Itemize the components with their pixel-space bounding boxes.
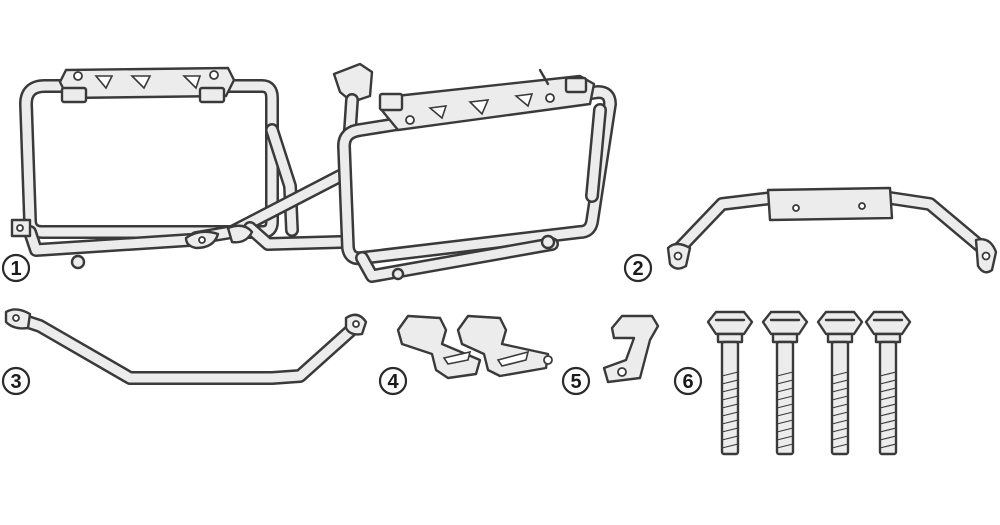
part-4-brackets bbox=[396, 314, 553, 380]
bolt-2 bbox=[761, 310, 809, 456]
left-frame-loop bbox=[19, 79, 279, 239]
rack-plate bbox=[766, 186, 894, 222]
badge-4-label: 4 bbox=[387, 371, 399, 393]
bolt-4 bbox=[864, 310, 912, 456]
badge-3: 3 bbox=[1, 366, 31, 396]
badge-4: 4 bbox=[378, 366, 408, 396]
badge-6: 6 bbox=[673, 366, 703, 396]
part-6-bolts bbox=[706, 310, 912, 456]
badge-1: 1 bbox=[1, 253, 31, 283]
badge-2: 2 bbox=[623, 253, 653, 283]
bolt-1 bbox=[706, 310, 754, 456]
part-1-side-frames bbox=[10, 62, 617, 283]
part-5-small-bracket bbox=[602, 314, 660, 384]
badge-5: 5 bbox=[561, 366, 591, 396]
badge-3-label: 3 bbox=[10, 371, 21, 393]
badge-5-label: 5 bbox=[570, 371, 581, 393]
badge-1-label: 1 bbox=[10, 258, 21, 280]
hook-bracket bbox=[332, 62, 374, 104]
part-2-rack-bar bbox=[666, 186, 998, 274]
badge-2-label: 2 bbox=[632, 258, 643, 280]
badge-6-label: 6 bbox=[682, 371, 693, 393]
bolt-3 bbox=[816, 310, 864, 456]
part-3-support-bar bbox=[4, 308, 368, 385]
